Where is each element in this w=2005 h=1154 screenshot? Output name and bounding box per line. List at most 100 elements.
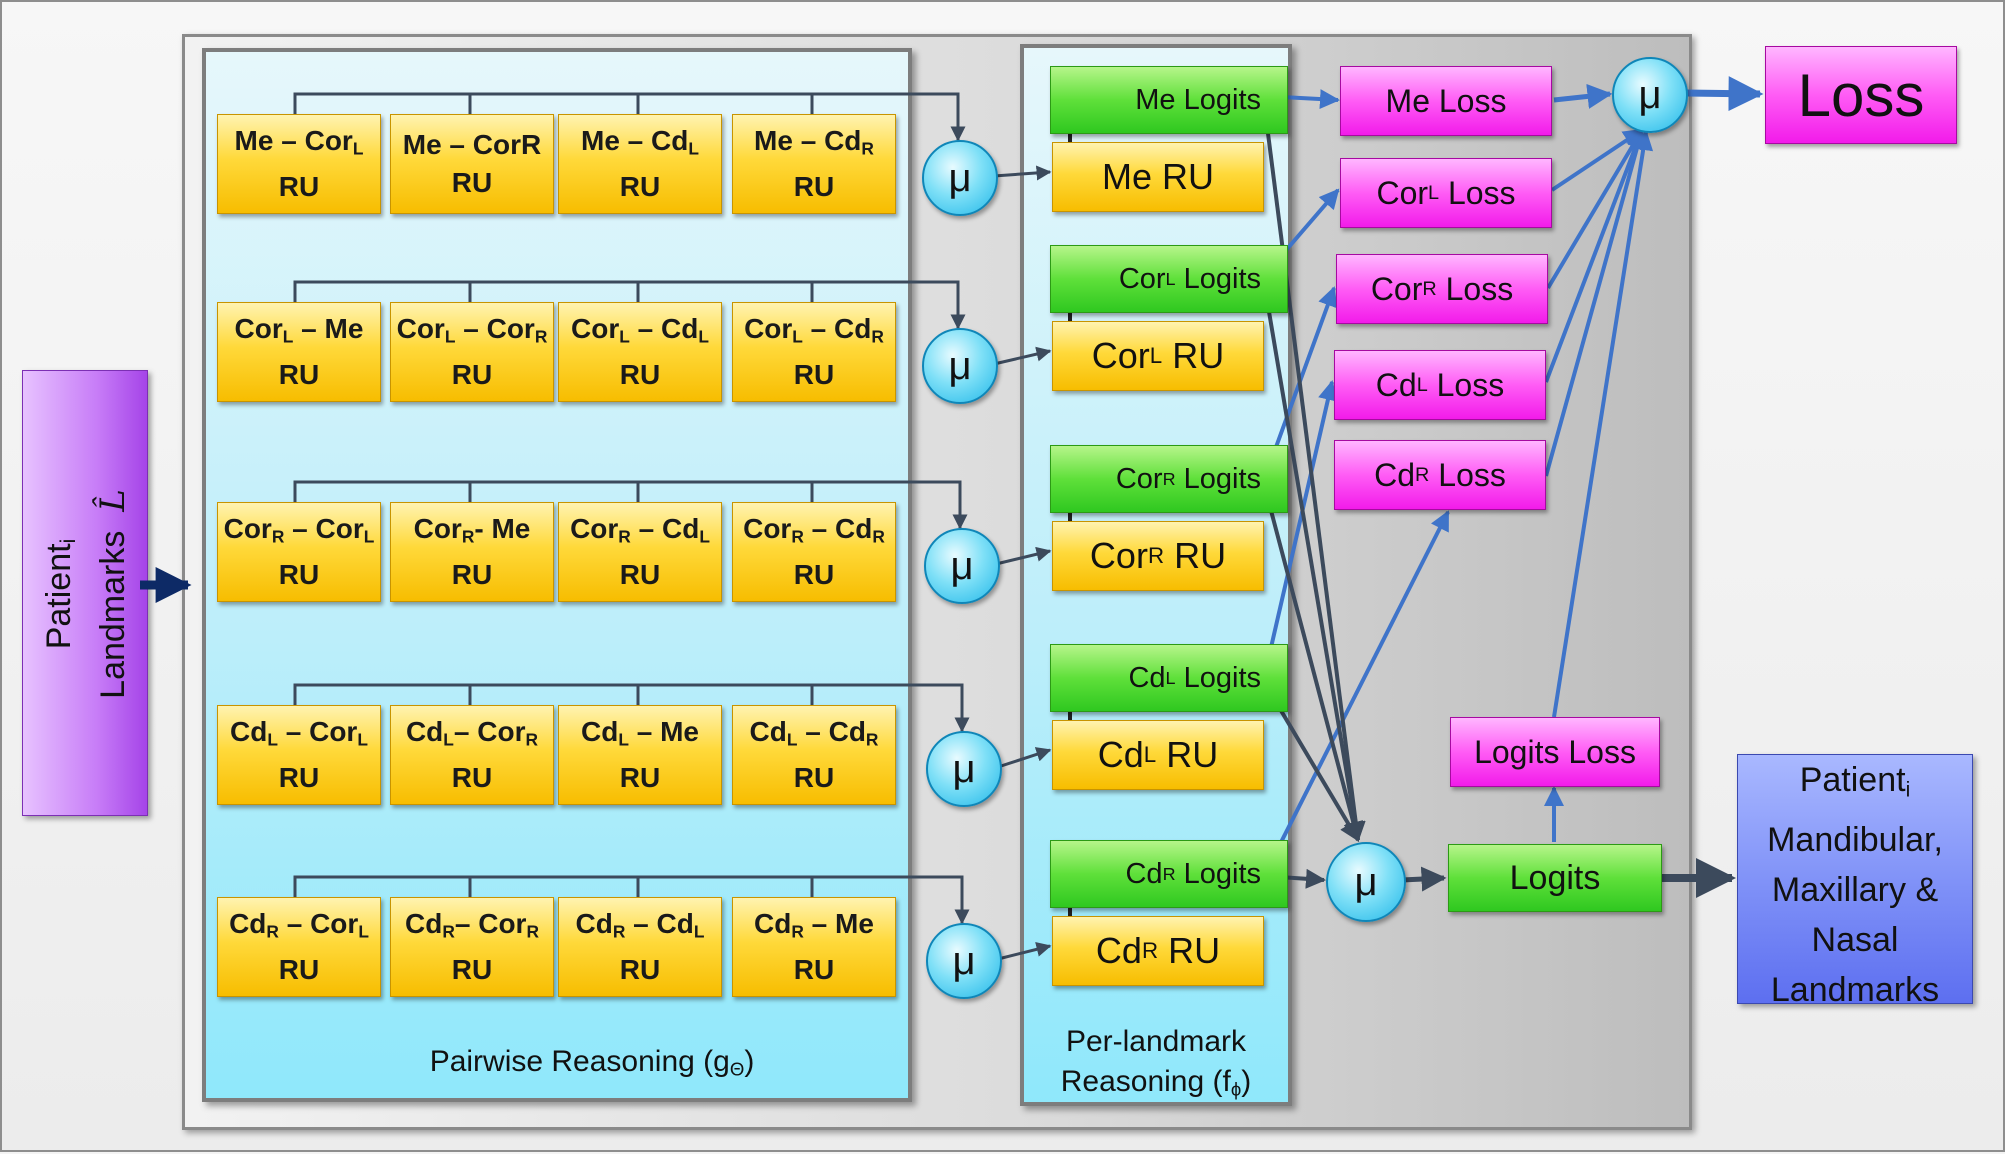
pair-separator: – <box>629 313 662 345</box>
pairwise-gather-connector <box>293 480 968 530</box>
pair-ru-label: RU <box>793 558 835 590</box>
final-logits-label: Logits <box>1509 858 1601 897</box>
pair-first-landmark: Cd <box>575 908 613 940</box>
pairwise-ru-title: Me – CorL <box>235 122 364 167</box>
pair-first-landmark: Cor <box>234 313 283 345</box>
pairwise-ru-suffix: RU <box>452 759 492 797</box>
pairwise-ru-title: CorR – CorL <box>224 510 375 555</box>
pair-first-landmark-sub: L <box>444 326 456 347</box>
mean-symbol: μ <box>950 543 974 588</box>
output-line2: Mandibular, <box>1767 821 1943 860</box>
pair-second-landmark-sub: L <box>358 921 369 942</box>
landmark-logits-name: Cd <box>1128 661 1166 694</box>
pair-second-landmark: Me <box>660 716 699 748</box>
pair-second-landmark-sub: R <box>525 729 539 750</box>
pair-ru-label: RU <box>619 170 661 202</box>
pairwise-ru-title: CorR – CdR <box>743 510 885 555</box>
pair-ru-label: RU <box>278 170 320 202</box>
pair-first-landmark-sub: R <box>791 921 804 942</box>
pair-first-landmark: Cor <box>396 313 445 345</box>
landmark-ru-box: Me RU <box>1052 142 1264 212</box>
logits-loss-to-mean-connector <box>1552 130 1654 718</box>
pair-ru-label: RU <box>451 358 493 390</box>
pair-separator: – <box>277 716 310 748</box>
pair-ru-label: RU <box>451 558 493 590</box>
pair-ru-label: RU <box>278 953 320 985</box>
logits-mean-symbol: μ <box>1354 859 1378 904</box>
loss-to-mean-connector <box>1553 83 1613 109</box>
landmark-ru-sub: R <box>1141 938 1159 963</box>
pair-separator: – <box>619 125 652 157</box>
mean-to-ru-connector <box>997 747 1052 769</box>
pair-second-landmark-sub: L <box>352 138 364 159</box>
pair-separator: – <box>293 313 325 345</box>
pair-separator: – <box>441 129 473 160</box>
pair-second-landmark-sub: R <box>872 526 885 547</box>
pairwise-ru-suffix: RU <box>620 556 660 594</box>
pairwise-ru-suffix: RU <box>620 168 660 206</box>
pair-first-landmark-sub: L <box>618 729 629 750</box>
pair-ru-label: RU <box>278 358 320 390</box>
pairwise-caption-sub: Θ <box>729 1058 745 1080</box>
pairwise-ru-suffix: RU <box>279 556 319 594</box>
pair-second-landmark: Cd <box>661 513 700 545</box>
landmark-ru-label: RU <box>1172 335 1225 376</box>
mean-to-total-loss-connector <box>1685 76 1764 112</box>
pair-ru-label: RU <box>451 953 493 985</box>
pairwise-ru-title: CdR – CorL <box>229 905 369 950</box>
pair-first-landmark-sub: L <box>443 729 454 750</box>
pair-second-landmark: Cd <box>835 513 873 545</box>
pairwise-ru-suffix: RU <box>452 951 492 989</box>
landmark-logits-name: Cor <box>1115 462 1163 495</box>
pairwise-ru-title: CdR– CorR <box>405 905 539 950</box>
pairwise-ru-suffix: RU <box>279 951 319 989</box>
landmark-ru-label: RU <box>1168 930 1221 971</box>
pair-separator: – <box>455 313 487 345</box>
pair-ru-label: RU <box>793 761 835 793</box>
pair-first-landmark: Cor <box>744 313 793 345</box>
pair-first-landmark: Me <box>234 125 274 157</box>
pair-first-landmark: Cor <box>743 513 792 545</box>
pair-first-landmark-sub: R <box>618 526 631 547</box>
pair-second-landmark: Cd <box>661 313 699 345</box>
pair-second-landmark-sub: L <box>688 138 699 159</box>
logits-to-mean-connector <box>1262 281 1365 842</box>
pair-ru-label: RU <box>451 167 493 198</box>
pairwise-ru-title: CdL – CorL <box>230 713 368 758</box>
final-logits-box: Logits <box>1448 844 1662 912</box>
pair-separator: – <box>625 908 657 940</box>
landmark-ru-label: RU <box>1162 156 1215 197</box>
pairwise-ru-title: Me – CorR <box>403 126 542 164</box>
landmark-logits-label: Logits <box>1183 262 1261 295</box>
pair-separator: – <box>454 908 479 940</box>
landmark-logits-sub: L <box>1165 667 1176 688</box>
pair-first-landmark-sub: L <box>792 326 803 347</box>
pair-ru-label: RU <box>278 761 320 793</box>
pairwise-ru-suffix: RU <box>279 168 319 206</box>
loss-to-mean-connector <box>1546 128 1644 290</box>
pair-first-landmark: Cd <box>229 908 267 940</box>
pairwise-ru-title: CorL – Me <box>235 310 364 355</box>
pair-second-landmark-sub: R <box>871 326 884 347</box>
total-loss-box: Loss <box>1765 46 1957 144</box>
landmark-loss-sub: R <box>1415 463 1430 486</box>
pairwise-ru-suffix: RU <box>452 556 492 594</box>
pair-ru-label: RU <box>619 558 661 590</box>
pair-second-landmark: Cor <box>309 716 358 748</box>
pair-first-landmark: Cd <box>581 716 619 748</box>
pair-second-landmark: Cor <box>310 908 359 940</box>
landmark-loss-name: Me <box>1385 82 1430 119</box>
mean-to-final-logits-connector <box>1401 866 1447 892</box>
landmark-loss-suffix: Loss <box>1445 270 1514 307</box>
